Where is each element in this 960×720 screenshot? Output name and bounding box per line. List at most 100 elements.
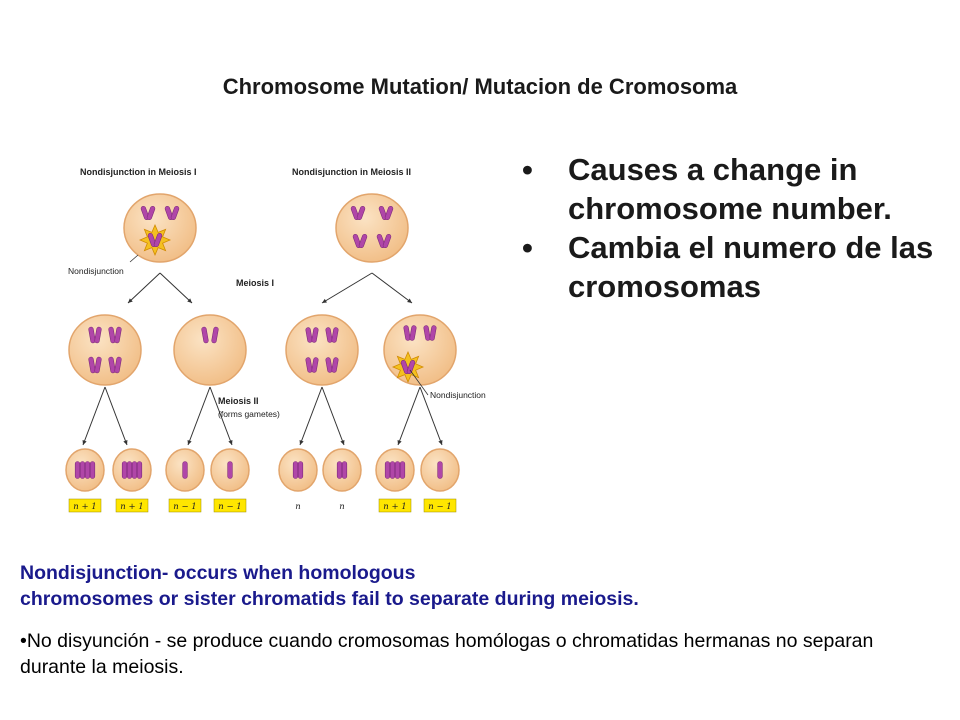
label-forms-gametes: (forms gametes) xyxy=(218,409,280,419)
chromosome xyxy=(114,326,122,344)
chromosome xyxy=(429,325,437,341)
chromosome xyxy=(108,326,116,344)
chromosome xyxy=(350,205,360,221)
chromosome xyxy=(403,325,411,341)
gamete-label-box xyxy=(213,498,247,513)
chromosome xyxy=(394,461,401,479)
gamete-label: n xyxy=(339,502,344,512)
chromosome xyxy=(88,326,96,344)
gamete-label: n − 1 xyxy=(218,502,241,512)
chromosomes-layer xyxy=(74,205,443,479)
chromosome xyxy=(153,232,163,248)
meiosis-i-cell-3 xyxy=(285,314,359,386)
chromosome xyxy=(89,461,96,479)
gamete-label-box xyxy=(168,498,202,513)
chromosome xyxy=(74,461,81,479)
definition-english-line-1: Nondisjunction- occurs when homologous xyxy=(20,562,416,584)
chromosome xyxy=(227,461,233,479)
arrow-head xyxy=(187,440,192,445)
parent-cell-left xyxy=(123,193,197,263)
gamete-label: n + 1 xyxy=(120,502,143,512)
meiosis-i-cell-4 xyxy=(383,314,457,386)
chromosome xyxy=(147,232,157,248)
arrow-head xyxy=(438,440,443,445)
gamete-label-box xyxy=(115,498,149,513)
chromosome xyxy=(140,205,150,221)
bullet-item-2: • Cambia el numero de las cromosomas xyxy=(518,228,938,306)
bullet-text: Cambia el numero de las cromosomas xyxy=(568,230,934,304)
chromosome xyxy=(400,359,410,375)
arrow-line xyxy=(187,386,211,446)
pointer-line-left xyxy=(129,254,139,263)
arrow-head xyxy=(228,440,233,445)
arrow-line xyxy=(321,272,373,304)
nondisjunction-diagram: Nondisjunction in Meiosis I Nondisjuncti… xyxy=(65,167,486,513)
chromosome xyxy=(311,357,319,373)
chromosome xyxy=(406,359,416,375)
label-nondisjunction-left: Nondisjunction xyxy=(68,266,124,276)
arrow-line xyxy=(127,272,161,304)
chromosome xyxy=(108,356,116,374)
chromosome xyxy=(336,461,343,479)
heading-meiosis-ii: Nondisjunction in Meiosis II xyxy=(292,167,411,177)
chromosome xyxy=(331,327,339,343)
bullet-dot: • xyxy=(522,230,533,265)
gamete-label: n − 1 xyxy=(428,502,451,512)
bullet-text: Causes a change in chromosome number. xyxy=(568,152,892,226)
arrow-line xyxy=(371,272,413,304)
heading-meiosis-i: Nondisjunction in Meiosis I xyxy=(80,167,197,177)
gamete-label: n + 1 xyxy=(383,502,406,512)
arrow-line xyxy=(209,386,233,446)
chromosome xyxy=(384,205,394,221)
bullet-list: • Causes a change in chromosome number. •… xyxy=(518,150,938,306)
definition-spanish: •No disyunción - se produce cuando cromo… xyxy=(20,630,874,678)
chromosome xyxy=(131,461,138,479)
chromosome xyxy=(79,461,86,479)
arrow-head xyxy=(123,440,128,445)
arrow-line xyxy=(159,272,193,304)
chromosome xyxy=(292,461,299,479)
gamete-label: n − 1 xyxy=(173,502,196,512)
chromosome xyxy=(389,461,396,479)
pointer-line-right xyxy=(409,369,429,396)
arrow-head xyxy=(322,298,327,303)
arrow-head xyxy=(407,298,412,303)
arrow-head xyxy=(82,440,87,445)
chromosome xyxy=(305,327,313,343)
chromosome xyxy=(437,461,443,479)
chromosome xyxy=(358,233,368,249)
chromosome xyxy=(211,326,219,344)
chromosome xyxy=(94,356,102,374)
bullet-dot: • xyxy=(522,152,533,187)
chromosome xyxy=(325,357,333,373)
arrow-line xyxy=(82,386,106,446)
arrow-head xyxy=(340,440,345,445)
gamete-label: n xyxy=(295,502,300,512)
gamete-label: n + 1 xyxy=(73,502,96,512)
chromosome xyxy=(382,233,392,249)
gamete-label-box xyxy=(68,498,102,513)
chromosome xyxy=(305,357,313,373)
chromosome xyxy=(94,326,102,344)
label-meiosis-i: Meiosis I xyxy=(236,278,274,288)
gamete-labels: n + 1 n + 1 n − 1 n − 1 n n n + 1 n − 1 xyxy=(68,498,457,513)
nondisjunction-burst-right xyxy=(391,350,425,384)
chromosome xyxy=(164,205,174,221)
chromosome xyxy=(311,327,319,343)
chromosome xyxy=(121,461,128,479)
arrow-head xyxy=(128,298,133,303)
slide-title: Chromosome Mutation/ Mutacion de Cromoso… xyxy=(222,74,738,99)
chromosome xyxy=(136,461,143,479)
chromosome xyxy=(356,205,366,221)
label-nondisjunction-right: Nondisjunction xyxy=(430,390,486,400)
gamete-label-box xyxy=(378,498,412,513)
arrow-head xyxy=(187,298,192,303)
chromosome xyxy=(114,356,122,374)
label-meiosis-ii: Meiosis II xyxy=(218,396,259,406)
chromosome xyxy=(341,461,348,479)
chromosome xyxy=(331,357,339,373)
chromosome xyxy=(88,356,96,374)
chromosome xyxy=(182,461,188,479)
chromosome xyxy=(378,205,388,221)
cells-layer xyxy=(65,193,460,492)
